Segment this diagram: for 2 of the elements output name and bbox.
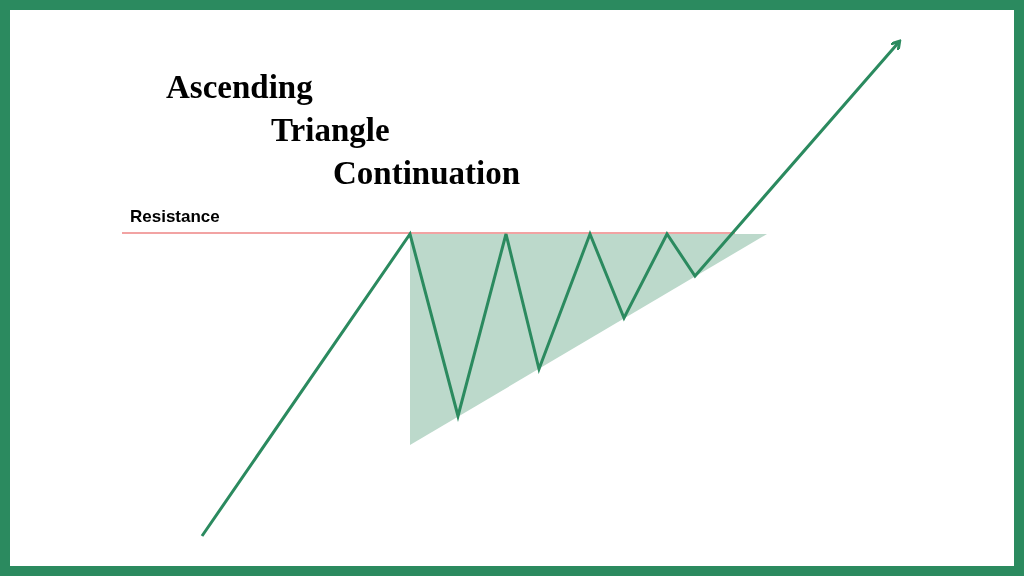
title: Ascending Triangle Continuation: [166, 68, 521, 193]
resistance-label: Resistance: [130, 207, 220, 227]
